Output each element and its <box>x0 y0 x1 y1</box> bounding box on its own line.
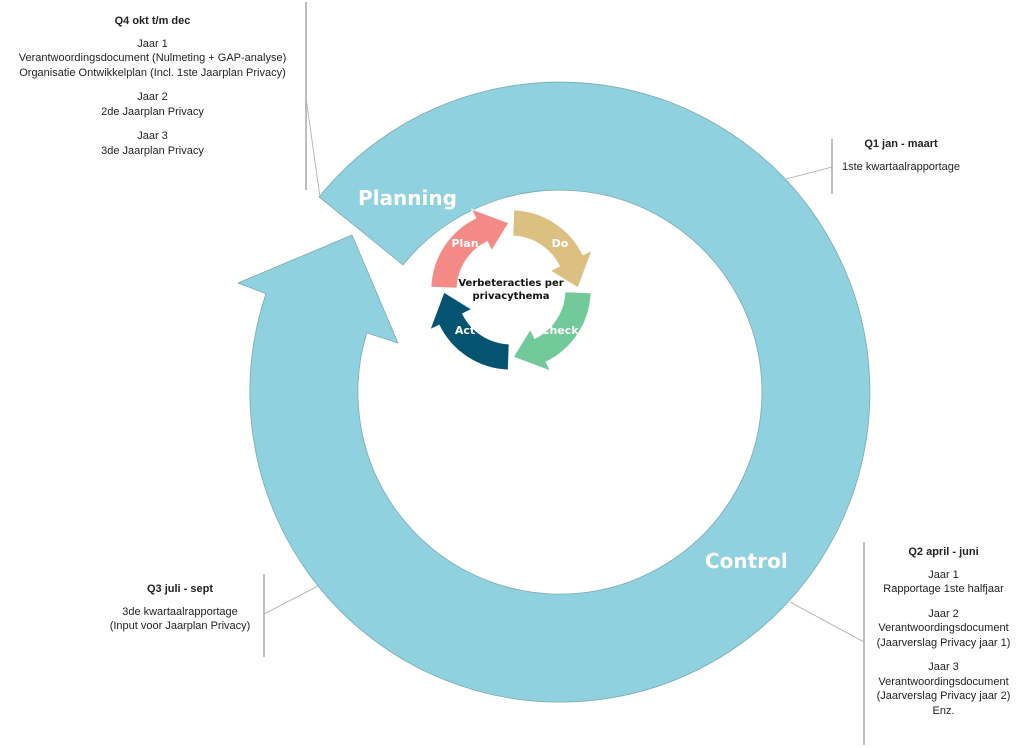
callout-q1: Q1 jan - maart 1ste kwartaalrapportage <box>834 137 968 184</box>
q2-title: Q2 april - juni <box>908 546 979 558</box>
q4-text-line: Jaar 1 <box>137 37 168 50</box>
q2-text-line: Jaar 2 <box>928 607 959 620</box>
callout-lines <box>263 2 865 745</box>
q4-block: Jaar 3 3de Jaarplan Privacy <box>0 129 305 158</box>
control-label: Control <box>705 549 788 573</box>
q4-text-line: 2de Jaarplan Privacy <box>101 105 204 118</box>
pdca-center-line-1: Verbeteracties per <box>458 278 563 289</box>
q4-text-line: Jaar 2 <box>137 91 168 103</box>
q2-leader <box>789 601 865 643</box>
q2-text-line: Jaar 1 <box>928 568 959 581</box>
q4-text-line: Organisatie Ontwikkelplan (Incl. 1ste Ja… <box>19 66 286 79</box>
q1-text-line: 1ste kwartaalrapportage <box>841 160 960 173</box>
cycle-ring-arrow <box>236 81 871 703</box>
q3-leader <box>263 585 319 615</box>
q4-block: Jaar 2 2de Jaarplan Privacy <box>0 90 305 119</box>
q2-block: Jaar 3 Verantwoordingsdocument (Jaarversla… <box>866 660 1021 718</box>
q3-title: Q3 juli - sept <box>146 583 213 595</box>
q1-title: Q1 jan - maart <box>864 138 938 150</box>
pdca-arrow-plan <box>430 208 510 289</box>
planning-label: Planning <box>358 186 457 210</box>
q4-leader <box>305 97 321 198</box>
pdca-arrow-act <box>429 291 510 371</box>
q4-text-line: Jaar 3 <box>137 130 168 142</box>
q3-text-line: 3de kwartaalrapportage <box>122 605 238 618</box>
q4-title: Q4 okt t/m dec <box>114 15 191 27</box>
q2-text-line: Enz. <box>932 704 955 717</box>
q3-block: 3de kwartaalrapportage (Input voor Jaarpl… <box>96 605 264 634</box>
pdca-arrow-do <box>512 209 593 289</box>
pdca-label-check: Check <box>541 324 579 337</box>
q4-text-line: Verantwoordingsdocument (Nulmeting + GAP… <box>18 52 287 64</box>
q2-block: Jaar 1 Rapportage 1ste halfjaar <box>866 568 1021 597</box>
pdca-center-line-2: privacythema <box>472 291 549 302</box>
callout-q3: Q3 juli - sept 3de kwartaalrapportage (Inp… <box>96 582 264 644</box>
pdca-label-plan: Plan <box>451 237 478 250</box>
q2-text-line: Verantwoordingsdocument <box>878 675 1009 688</box>
q1-leader <box>785 166 833 180</box>
q2-block: Jaar 2 Verantwoordingsdocument (Jaarversla… <box>866 607 1021 651</box>
q2-text-line: (Jaarverslag Privacy jaar 2) <box>876 690 1011 702</box>
pdca-arrow-check <box>512 291 592 372</box>
q4-block: Jaar 1 Verantwoordingsdocument (Nulmeting… <box>0 37 305 81</box>
q2-text-line: Jaar 3 <box>928 661 959 673</box>
q2-text-line: Rapportage 1ste halfjaar <box>883 583 1004 595</box>
q2-text-line: Verantwoordingsdocument <box>878 622 1009 634</box>
pdca-label-act: Act <box>455 324 475 337</box>
q1-block: 1ste kwartaalrapportage <box>834 160 968 175</box>
q3-text-line: (Input voor Jaarplan Privacy) <box>109 620 251 632</box>
pdca-label-do: Do <box>552 237 569 250</box>
q4-text-line: 3de Jaarplan Privacy <box>101 144 204 157</box>
q2-text-line: (Jaarverslag Privacy jaar 1) <box>876 636 1011 649</box>
